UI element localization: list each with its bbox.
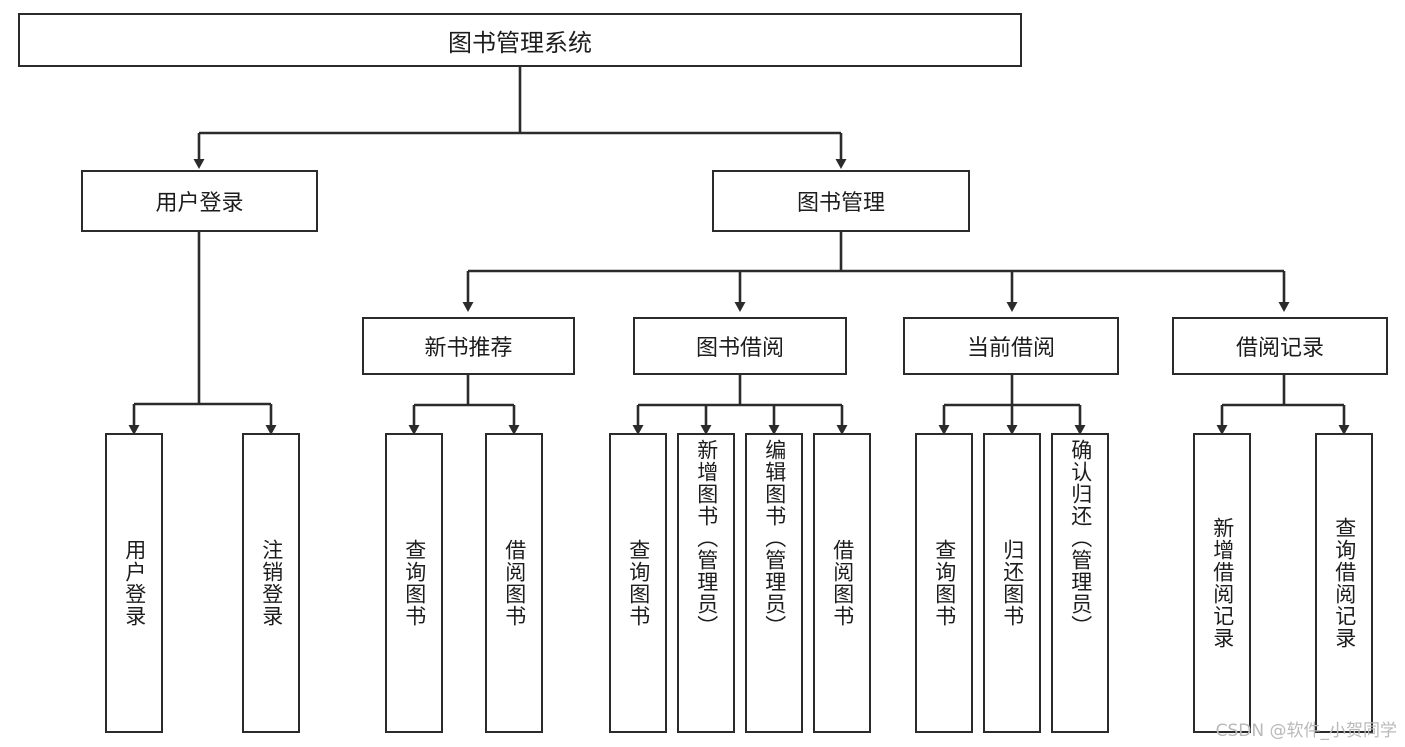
leaf-record-add-record-label: 新增借阅记录 bbox=[1210, 517, 1235, 649]
node-borrow-record-label: 借阅记录 bbox=[1235, 336, 1324, 361]
leaf-record-query-record-label: 查询借阅记录 bbox=[1332, 517, 1357, 649]
node-root-system[interactable]: 图书管理系统 bbox=[18, 13, 1022, 67]
node-user-login-label: 用户登录 bbox=[155, 191, 244, 216]
leaf-borrow-add-book[interactable]: 新增图书（管理员） bbox=[677, 433, 735, 733]
leaf-recommend-borrow-book-label: 借阅图书 bbox=[502, 539, 527, 627]
leaf-borrow-add-book-label: 新增图书（管理员） bbox=[694, 439, 719, 637]
leaf-recommend-query-book-label: 查询图书 bbox=[402, 539, 427, 627]
leaf-record-query-record[interactable]: 查询借阅记录 bbox=[1315, 433, 1373, 733]
node-borrow-record[interactable]: 借阅记录 bbox=[1172, 317, 1388, 375]
leaf-current-return-book-label: 归还图书 bbox=[1000, 539, 1025, 627]
leaf-current-query-book[interactable]: 查询图书 bbox=[915, 433, 973, 733]
node-root-system-label: 图书管理系统 bbox=[448, 28, 592, 57]
csdn-watermark: CSDN @软件_小贺同学 bbox=[1215, 721, 1397, 741]
leaf-current-query-book-label: 查询图书 bbox=[932, 539, 957, 627]
leaf-current-confirm-return-label: 确认归还（管理员） bbox=[1068, 439, 1093, 637]
leaf-current-confirm-return[interactable]: 确认归还（管理员） bbox=[1051, 433, 1109, 733]
leaf-user-login-login[interactable]: 用户登录 bbox=[105, 433, 163, 733]
node-book-borrow[interactable]: 图书借阅 bbox=[633, 317, 847, 375]
leaf-borrow-query-book[interactable]: 查询图书 bbox=[609, 433, 667, 733]
leaf-user-login-logout-label: 注销登录 bbox=[259, 539, 284, 627]
node-current-borrow-label: 当前借阅 bbox=[966, 336, 1055, 361]
leaf-borrow-query-book-label: 查询图书 bbox=[626, 539, 651, 627]
leaf-record-add-record[interactable]: 新增借阅记录 bbox=[1193, 433, 1251, 733]
node-book-management[interactable]: 图书管理 bbox=[712, 170, 970, 232]
leaf-recommend-borrow-book[interactable]: 借阅图书 bbox=[485, 433, 543, 733]
leaf-current-return-book[interactable]: 归还图书 bbox=[983, 433, 1041, 733]
node-new-book-recommend-label: 新书推荐 bbox=[424, 336, 513, 361]
leaf-user-login-logout[interactable]: 注销登录 bbox=[242, 433, 300, 733]
node-user-login[interactable]: 用户登录 bbox=[81, 170, 318, 232]
node-new-book-recommend[interactable]: 新书推荐 bbox=[362, 317, 575, 375]
leaf-borrow-borrow-book-label: 借阅图书 bbox=[830, 539, 855, 627]
leaf-recommend-query-book[interactable]: 查询图书 bbox=[385, 433, 443, 733]
node-book-management-label: 图书管理 bbox=[796, 191, 885, 216]
leaf-borrow-edit-book-label: 编辑图书（管理员） bbox=[762, 439, 787, 637]
leaf-borrow-edit-book[interactable]: 编辑图书（管理员） bbox=[745, 433, 803, 733]
leaf-borrow-borrow-book[interactable]: 借阅图书 bbox=[813, 433, 871, 733]
node-book-borrow-label: 图书借阅 bbox=[695, 336, 784, 361]
node-current-borrow[interactable]: 当前借阅 bbox=[903, 317, 1119, 375]
leaf-user-login-login-label: 用户登录 bbox=[122, 539, 147, 627]
